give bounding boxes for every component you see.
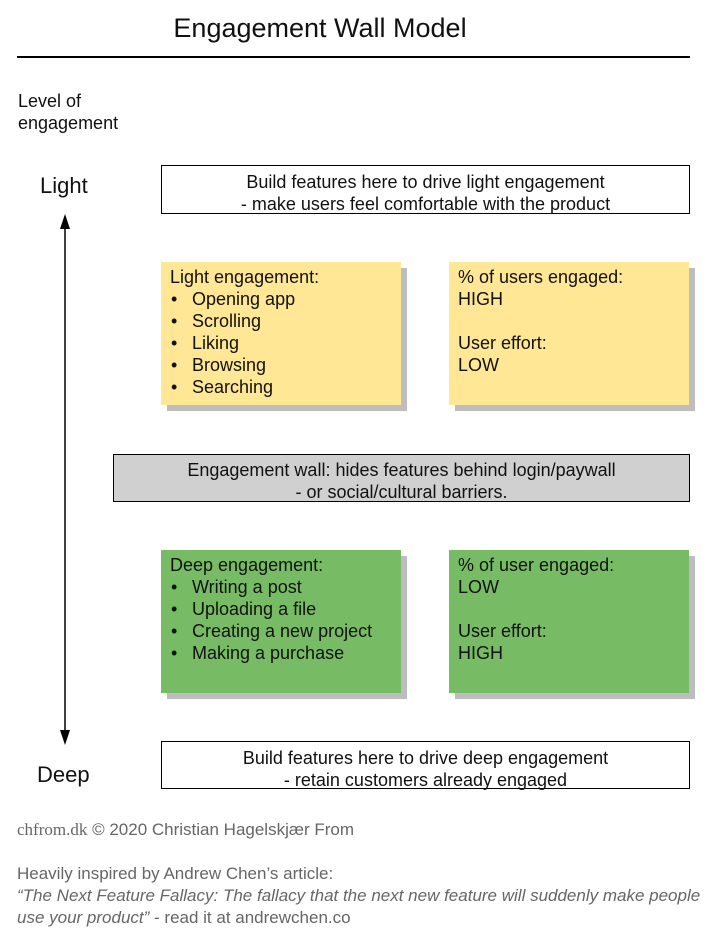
axis-label-line2: engagement bbox=[18, 113, 119, 133]
top-callout-box: Build features here to drive light engag… bbox=[161, 165, 690, 214]
light-engagement-list: Opening app Scrolling Liking Browsing Se… bbox=[170, 288, 392, 398]
deep-effort-label: User effort: bbox=[458, 621, 547, 641]
read-at-text: - read it at andrewchen.co bbox=[149, 908, 351, 927]
light-effort-value: LOW bbox=[458, 355, 500, 375]
list-item: Opening app bbox=[170, 288, 392, 310]
wall-line2: - or social/cultural barriers. bbox=[295, 482, 508, 502]
list-item: Creating a new project bbox=[170, 620, 392, 642]
credit-site: chfrom.dk bbox=[17, 820, 88, 839]
title-divider bbox=[17, 56, 690, 58]
deep-stats-card: % of user engaged: LOW User effort: HIGH bbox=[449, 550, 689, 693]
list-item: Browsing bbox=[170, 354, 392, 376]
light-users-value: HIGH bbox=[458, 289, 503, 309]
inspiration-note: Heavily inspired by Andrew Chen’s articl… bbox=[17, 863, 707, 929]
list-item: Scrolling bbox=[170, 310, 392, 332]
list-item: Writing a post bbox=[170, 576, 392, 598]
credit-copyright: © 2020 Christian Hagelskjær From bbox=[92, 820, 355, 839]
article-quote: “The Next Feature Fallacy: The fallacy t… bbox=[17, 886, 701, 927]
deep-effort-value: HIGH bbox=[458, 643, 503, 663]
list-item: Making a purchase bbox=[170, 642, 392, 664]
inspiration-intro: Heavily inspired by Andrew Chen’s articl… bbox=[17, 864, 334, 883]
deep-users-label: % of user engaged: bbox=[458, 555, 615, 575]
bottom-callout-box: Build features here to drive deep engage… bbox=[161, 741, 690, 790]
light-stats-card: % of users engaged: HIGH User effort: LO… bbox=[449, 262, 689, 405]
light-users-label: % of users engaged: bbox=[458, 267, 624, 287]
bottom-callout-line2: - retain customers already engaged bbox=[283, 770, 568, 790]
top-callout-line2: - make users feel comfortable with the p… bbox=[240, 194, 611, 214]
deep-engagement-list: Writing a post Uploading a file Creating… bbox=[170, 576, 392, 664]
axis-bottom-label: Deep bbox=[37, 762, 90, 787]
engagement-wall-box: Engagement wall: hides features behind l… bbox=[113, 454, 690, 502]
light-engagement-heading: Light engagement: bbox=[170, 267, 320, 287]
list-item: Uploading a file bbox=[170, 598, 392, 620]
deep-engagement-heading: Deep engagement: bbox=[170, 555, 324, 575]
deep-engagement-card: Deep engagement: Writing a post Uploadin… bbox=[161, 550, 401, 693]
top-callout-line1: Build features here to drive light engag… bbox=[246, 172, 605, 192]
axis-label: Level of engagement bbox=[18, 90, 118, 134]
bottom-callout-line1: Build features here to drive deep engage… bbox=[242, 748, 609, 768]
light-engagement-card: Light engagement: Opening app Scrolling … bbox=[161, 262, 401, 405]
wall-line1: Engagement wall: hides features behind l… bbox=[187, 460, 616, 480]
double-arrow-icon bbox=[60, 214, 70, 745]
light-effort-label: User effort: bbox=[458, 333, 547, 353]
page-title: Engagement Wall Model bbox=[173, 13, 467, 43]
axis-top-label: Light bbox=[40, 173, 88, 198]
axis-label-line1: Level of bbox=[18, 91, 82, 111]
credit-line: chfrom.dk © 2020 Christian Hagelskjær Fr… bbox=[17, 820, 354, 840]
deep-users-value: LOW bbox=[458, 577, 500, 597]
list-item: Liking bbox=[170, 332, 392, 354]
list-item: Searching bbox=[170, 376, 392, 398]
